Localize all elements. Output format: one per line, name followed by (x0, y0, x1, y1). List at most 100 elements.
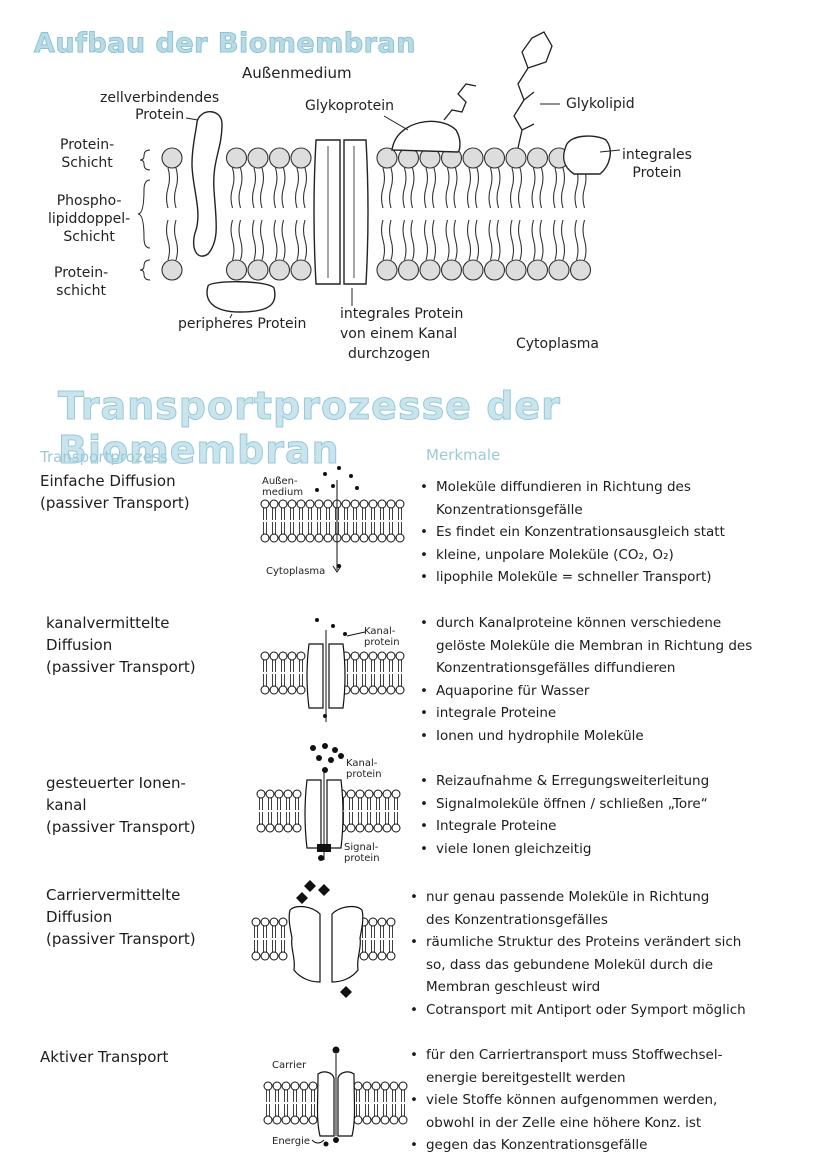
mini-head (269, 651, 279, 661)
lipid-tail (302, 167, 308, 209)
column-header-features: Merkmale (426, 446, 501, 464)
mini-tail (293, 1090, 297, 1116)
mini-head (274, 789, 284, 799)
mini-head (283, 789, 293, 799)
lipid-tail (560, 167, 566, 209)
mini-tail (362, 926, 366, 952)
biomembrane-diagram (137, 31, 621, 319)
mini-head (386, 917, 396, 927)
mini-head (287, 685, 297, 695)
mini-head (292, 789, 302, 799)
label-aussenmedium: Außenmedium (242, 64, 352, 82)
mini-head (353, 1115, 363, 1125)
lipid-tail (423, 167, 429, 209)
process-line: Diffusion (46, 908, 113, 926)
mini-head (341, 533, 351, 543)
phospholipid-head (526, 259, 549, 281)
lipid-tail (302, 219, 308, 261)
mini-tail (401, 1090, 405, 1116)
feature-item: des Konzentrationsgefälles (426, 911, 608, 928)
label-integrales-protein: integrales Protein (622, 146, 692, 182)
mini-head (299, 1081, 309, 1091)
mini-tail (356, 1090, 360, 1116)
mini-head (265, 789, 275, 799)
mini-head (368, 499, 378, 509)
mini-head (382, 789, 392, 799)
lipid-tail (552, 167, 558, 209)
mini-head (377, 651, 387, 661)
mini-tail (295, 798, 299, 824)
channel-protein (306, 643, 346, 709)
mini-head (265, 823, 275, 833)
phospholipid-head (290, 259, 312, 281)
mini-head (391, 789, 401, 799)
lipid-tail (445, 219, 450, 261)
phospholipid-head (268, 259, 291, 281)
mini-head (251, 951, 261, 961)
process-line: Carriervermittelte (46, 886, 181, 904)
phospholipid-head (462, 259, 484, 281)
mini-tail (371, 926, 375, 952)
label-line: protein (364, 637, 400, 648)
glykoprotein-shape (391, 120, 461, 153)
feature-item: Es findet ein Konzentrationsausgleich st… (420, 521, 725, 544)
mini-membrane (260, 651, 405, 695)
mini-tail (284, 1090, 288, 1116)
mini-head (380, 1081, 390, 1091)
ion-dots (310, 743, 344, 861)
carrier-protein-left (288, 905, 321, 983)
mini-head (263, 1081, 273, 1091)
mini-head (389, 1115, 399, 1125)
mini-head (269, 499, 279, 509)
phospholipid-head (268, 147, 291, 169)
mini-head (269, 685, 279, 695)
mini-head (296, 651, 306, 661)
label-line: Signal- (344, 842, 379, 853)
process-gesteuerter-ionenkanal: gesteuerter Ionen- kanal (passiver Trans… (46, 772, 196, 838)
mini-head (260, 651, 270, 661)
mini-tail (272, 926, 276, 952)
lipid-tail (560, 219, 566, 261)
lipid-tail (531, 167, 536, 209)
mini-head (395, 499, 405, 509)
phospholipid-head (376, 259, 398, 281)
lipid-tail (380, 167, 386, 209)
label-line: integrales (622, 147, 692, 163)
mini-tail (371, 660, 375, 686)
label-line: protein (346, 769, 382, 780)
label-line: Schicht (61, 155, 113, 171)
feature-item: integrale Proteine (420, 702, 752, 725)
mini-head (283, 823, 293, 833)
label-pointer (346, 631, 366, 637)
label-line: Protein (632, 165, 682, 181)
lipid-tail (509, 219, 515, 261)
mini-tail (358, 798, 362, 824)
phospholipid-head (247, 147, 269, 169)
lipid-tail (517, 219, 523, 261)
mini-head (260, 951, 270, 961)
lipid-tail (402, 167, 407, 209)
active-carrier (316, 1071, 356, 1137)
mini-head (359, 499, 369, 509)
process-carriervermittelte-diffusion: Carriervermittelte Diffusion (passiver T… (46, 884, 196, 950)
lipid-tail (173, 219, 179, 261)
lipid-tail (251, 219, 257, 261)
label-line: Kanal- (346, 758, 378, 769)
lipid-tail (531, 219, 536, 261)
phospholipid-head (462, 147, 484, 169)
lipid-tail (509, 167, 515, 209)
phospholipid-head (161, 259, 183, 281)
mini-tail (290, 508, 294, 534)
phospholipid-heads-top (161, 147, 592, 169)
mini-head (350, 533, 360, 543)
mini-head (395, 533, 405, 543)
mini-tail (394, 798, 398, 824)
lipid-tail (488, 167, 493, 209)
lipid-tail (496, 167, 501, 209)
mini-head (281, 1081, 291, 1091)
integrales-protein-shape (562, 135, 611, 175)
mini-head (368, 651, 378, 661)
mini-head (269, 951, 279, 961)
process-line: (passiver Transport) (46, 930, 196, 948)
mini-head (341, 499, 351, 509)
